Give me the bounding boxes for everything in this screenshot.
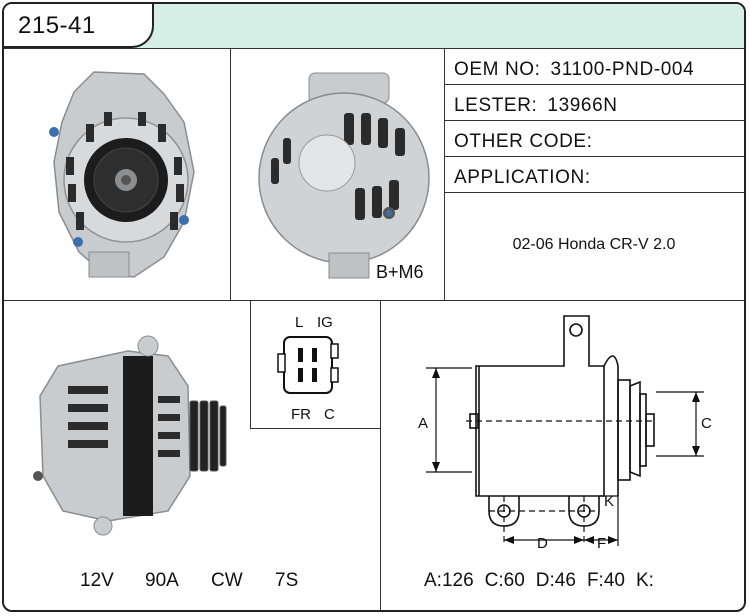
pulley-value: 7S: [275, 570, 299, 591]
dimension-readout: A:126 C:60 D:46 F:40 K:: [424, 570, 665, 592]
other-code-row: OTHER CODE:: [454, 131, 603, 153]
grid-line-spec3: [444, 156, 744, 157]
lester-row: LESTER: 13966N: [454, 95, 628, 117]
grid-line-spec4: [444, 192, 744, 193]
application-label: APPLICATION:: [454, 167, 591, 188]
connector-box-left: [250, 300, 251, 428]
dim-label-k: K: [604, 493, 614, 510]
lester-value: 13966N: [547, 95, 618, 116]
pin-label-c: C: [324, 406, 335, 423]
dim-f-value: F:40: [586, 570, 625, 591]
grid-line-v1: [230, 48, 231, 300]
other-code-label: OTHER CODE:: [454, 131, 593, 152]
alternator-side-photo: [33, 335, 227, 536]
dim-d-value: D:46: [535, 570, 576, 591]
dim-label-f: F: [597, 535, 606, 552]
lester-label: LESTER:: [454, 95, 538, 116]
dim-a-value: A:126: [424, 570, 474, 591]
dim-c-value: C:60: [484, 570, 525, 591]
voltage-value: 12V: [80, 570, 114, 591]
oem-value: 31100-PND-004: [550, 59, 695, 80]
alternator-front-photo: [49, 71, 195, 278]
oem-row: OEM NO: 31100-PND-004: [454, 59, 704, 81]
dim-label-d: D: [537, 535, 548, 552]
dim-label-c: C: [701, 415, 712, 432]
grid-line-v3: [380, 300, 381, 610]
header-tab: 215-41: [4, 4, 154, 48]
model-code: 215-41: [18, 12, 96, 39]
grid-line-spec2: [444, 120, 744, 121]
terminal-label: B+M6: [376, 262, 424, 282]
pin-label-fr: FR: [291, 406, 311, 423]
grid-line-v2: [444, 48, 445, 300]
application-row: APPLICATION:: [454, 167, 601, 189]
grid-line-mid: [4, 300, 744, 301]
pin-label-l: L: [295, 314, 304, 331]
rotation-value: CW: [211, 570, 243, 591]
application-value: 02-06 Honda CR-V 2.0: [512, 236, 676, 253]
connector-plug-icon: [277, 336, 339, 394]
dimension-drawing: A C D F K: [418, 315, 712, 552]
dim-label-a: A: [418, 415, 428, 432]
amperage-value: 90A: [145, 570, 179, 591]
connector-box-bottom: [250, 428, 381, 429]
grid-line-top: [4, 48, 744, 49]
alternator-rear-photo: [258, 72, 430, 279]
oem-label: OEM NO:: [454, 59, 541, 80]
grid-line-spec1: [444, 84, 744, 85]
dim-k-value: K:: [635, 570, 654, 591]
pin-label-ig: IG: [317, 314, 333, 331]
